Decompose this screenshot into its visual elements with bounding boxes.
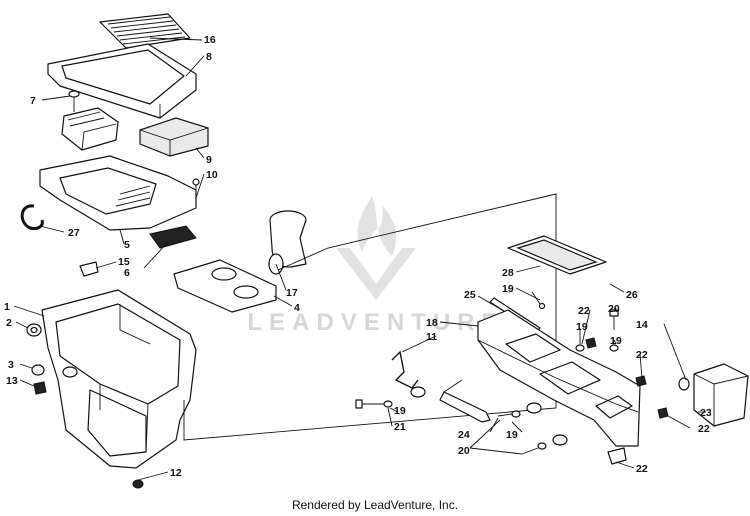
footer-credit: Rendered by LeadVenture, Inc.	[291, 498, 459, 512]
part-16-label-plate	[99, 13, 191, 49]
callout-9: 9	[206, 154, 212, 166]
callout-14: 14	[636, 319, 648, 331]
part-7-screw	[68, 90, 80, 112]
watermark-logo	[336, 196, 416, 300]
callout-4: 4	[294, 302, 300, 314]
callout-20-bottom: 20	[458, 445, 470, 457]
callout-22-bottom: 22	[636, 463, 648, 475]
callout-18: 18	[426, 317, 438, 329]
callout-19-right: 19	[610, 335, 622, 347]
part-28-screw	[531, 291, 546, 310]
callout-23: 23	[700, 407, 712, 419]
callout-19-rod: 19	[502, 283, 514, 295]
callout-2: 2	[6, 317, 12, 329]
callout-11: 11	[426, 331, 437, 343]
callout-25: 25	[464, 289, 476, 301]
part-9-filter-element	[139, 117, 209, 157]
part-11-wire-clip	[391, 350, 419, 389]
callout-21: 21	[394, 421, 406, 433]
part-15-bolt	[79, 261, 99, 277]
callout-5: 5	[124, 239, 130, 251]
part-10-screw	[192, 178, 200, 198]
callout-19-bottom: 19	[506, 429, 518, 441]
callout-22-right: 22	[698, 423, 710, 435]
callout-12: 12	[170, 467, 182, 479]
callout-19-left: 19	[394, 405, 406, 417]
part-1-airbox	[41, 289, 197, 469]
callout-10: 10	[206, 169, 218, 181]
part-18-duct	[477, 309, 641, 447]
part-23-filter-pad	[693, 363, 749, 427]
hardware-set	[355, 309, 669, 465]
callout-28: 28	[502, 267, 514, 279]
part-3-washer	[31, 364, 45, 376]
callout-22-top: 22	[578, 305, 590, 317]
callout-24: 24	[458, 429, 470, 441]
part-24-bracket	[439, 379, 491, 423]
callout-8: 8	[206, 51, 212, 63]
part-5-airbox-tray	[39, 155, 197, 231]
assembly-link-line	[183, 193, 557, 441]
part-26-grille	[507, 235, 607, 275]
part-27-clamp	[20, 204, 44, 230]
callout-27: 27	[68, 227, 80, 239]
callout-26: 26	[626, 289, 638, 301]
part-8-airbox-lid	[47, 43, 197, 119]
part-6-foam-seal	[149, 225, 197, 249]
callout-16: 16	[204, 34, 216, 46]
callout-19-mid: 19	[576, 321, 588, 333]
callout-17: 17	[286, 287, 298, 299]
callout-22-mid: 22	[636, 349, 648, 361]
part-module	[61, 107, 119, 151]
callout-leaders	[13, 37, 706, 481]
part-2-grommet	[26, 323, 42, 337]
callout-15: 15	[118, 256, 130, 268]
part-12-drain	[132, 479, 144, 489]
callout-20-top: 20	[608, 303, 620, 315]
callout-labels: 16 8 7 9 10 27 5 15 6 17 4 1 2 3 13 12 2…	[4, 34, 712, 479]
callout-6: 6	[124, 267, 130, 279]
callout-1: 1	[4, 301, 10, 313]
part-13-nut	[33, 381, 47, 395]
part-4-gasket	[173, 259, 277, 313]
callout-13: 13	[6, 375, 18, 387]
watermark-text: LEADVENTURE	[247, 309, 504, 336]
callout-7: 7	[30, 95, 36, 107]
callout-3: 3	[8, 359, 14, 371]
part-17-intake-boot	[268, 210, 307, 275]
part-14-plug	[678, 377, 690, 391]
